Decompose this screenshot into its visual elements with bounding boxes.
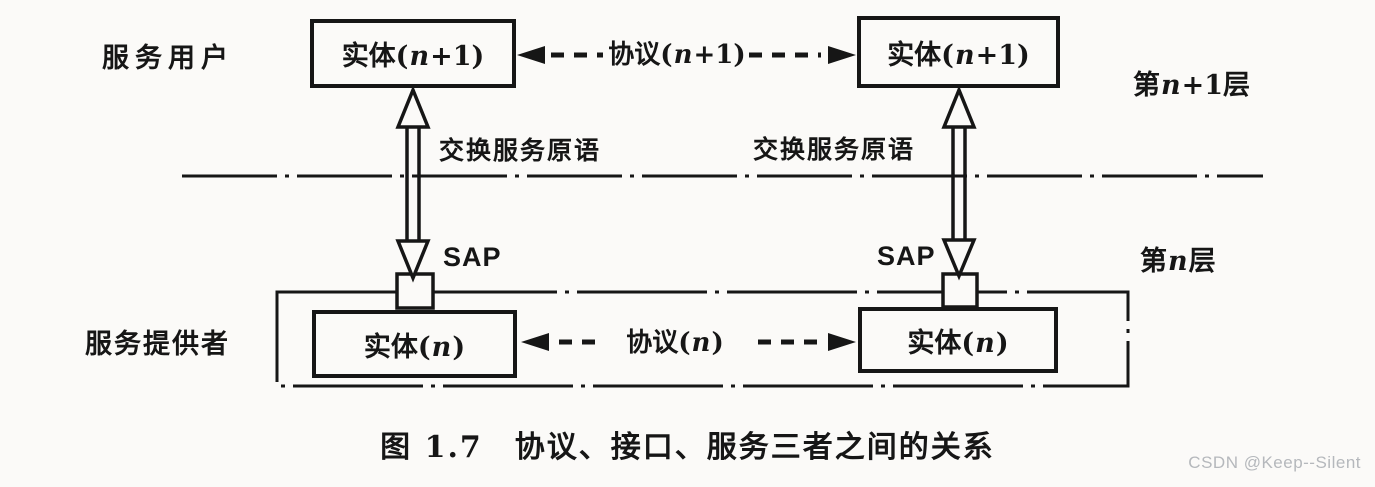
service-user-label: 服务用户 <box>102 43 234 74</box>
service-provider-label: 服务提供者 <box>85 329 230 360</box>
service-primitives-arrow-right <box>941 85 977 281</box>
figure-caption: 图 1.7 协议、接口、服务三者之间的关系 <box>380 430 995 465</box>
sap-box-right <box>941 272 979 309</box>
entity-box-upper-right: 实体(n+1) <box>857 16 1060 88</box>
entity-label: 实体(n) <box>363 331 466 363</box>
protocol-link-lower <box>521 333 856 351</box>
sap-label-left: SAP <box>443 242 502 272</box>
layer-n-label: 第n层 <box>1140 246 1216 277</box>
service-provider-boundary <box>275 290 1130 388</box>
sap-label-right: SAP <box>877 241 936 271</box>
sap-box-left <box>395 272 435 310</box>
exchange-primitives-label-right: 交换服务原语 <box>753 135 916 164</box>
layer-n-plus-1-label: 第n+1层 <box>1133 70 1251 101</box>
protocol-n-label: 协议(n) <box>626 328 724 358</box>
exchange-primitives-label-left: 交换服务原语 <box>439 136 602 165</box>
entity-label: 实体(n+1) <box>341 41 485 72</box>
entity-label: 实体(n+1) <box>887 39 1030 71</box>
entity-box-upper-left: 实体(n+1) <box>310 19 516 88</box>
entity-label: 实体(n) <box>907 327 1009 359</box>
entity-box-lower-left: 实体(n) <box>312 310 517 378</box>
csdn-watermark: CSDN @Keep--Silent <box>1188 453 1361 472</box>
service-primitives-arrow-left <box>395 85 431 283</box>
protocol-link-upper <box>517 46 856 64</box>
protocol-n-plus-1-label: 协议(n+1) <box>608 40 746 70</box>
entity-box-lower-right: 实体(n) <box>858 307 1058 373</box>
